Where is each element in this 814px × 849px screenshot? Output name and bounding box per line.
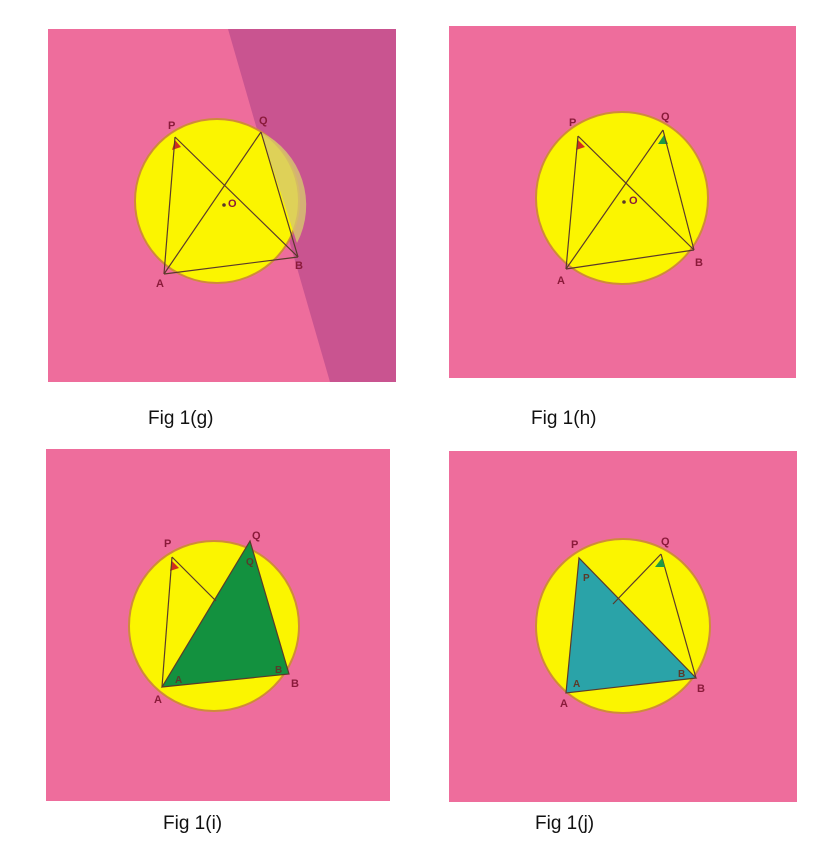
caption-fig-1j: Fig 1(j)	[535, 813, 595, 834]
label-q: Q	[259, 115, 268, 127]
figure-j-diagram: P A B P Q A B	[449, 451, 797, 802]
label-q: Q	[661, 536, 670, 548]
label-b: B	[695, 257, 703, 269]
label-b: B	[295, 260, 303, 272]
label-a: A	[154, 694, 162, 706]
triangle-qab	[160, 539, 290, 688]
caption-fig-1g: Fig 1(g)	[148, 408, 214, 429]
label-p: P	[164, 538, 171, 550]
triangle-pab	[565, 556, 698, 694]
chord-qb	[662, 129, 695, 251]
label-p: P	[571, 539, 578, 551]
chord-qa	[163, 131, 262, 275]
angle-mark-q	[655, 558, 665, 567]
chord-qb	[660, 553, 697, 679]
label-o: O	[629, 195, 638, 207]
chord-ab	[565, 249, 695, 270]
chord-qa	[565, 129, 664, 270]
angle-label-a: A	[573, 679, 580, 690]
angle-label-p: P	[583, 573, 590, 584]
chord-qb	[260, 131, 299, 258]
chord-pb	[577, 135, 695, 251]
chord-ab	[163, 256, 299, 275]
label-o: O	[228, 198, 237, 210]
angle-label-q: Q	[246, 557, 254, 568]
center-point	[222, 203, 226, 207]
label-a: A	[156, 278, 164, 290]
caption-fig-1i: Fig 1(i)	[163, 813, 223, 834]
label-a: A	[557, 275, 565, 287]
label-q: Q	[252, 530, 261, 542]
label-b: B	[697, 683, 705, 695]
figure-g-panel: P Q A B O	[48, 29, 396, 382]
angle-mark-p	[576, 140, 585, 150]
shaded-segment	[261, 132, 307, 243]
chord-pa	[163, 136, 176, 275]
shaded-region	[228, 29, 396, 382]
center-point	[622, 200, 626, 204]
angle-mark-p	[170, 561, 179, 571]
angle-label-a: A	[175, 675, 182, 686]
caption-fig-1h: Fig 1(h)	[531, 408, 597, 429]
chord-pb	[174, 136, 299, 258]
angle-label-b: B	[678, 669, 685, 680]
label-p: P	[168, 120, 175, 132]
chord-pb-partial	[171, 556, 217, 602]
figure-i-panel: Q A B P Q A B	[46, 449, 390, 801]
figure-h-diagram: P Q A B O	[449, 26, 796, 378]
label-q: Q	[661, 111, 670, 123]
circle	[535, 111, 709, 285]
chord-pa	[565, 135, 579, 270]
figure-i-diagram: Q A B P Q A B	[46, 449, 390, 801]
figure-g-diagram: P Q A B O	[48, 29, 396, 382]
figure-j-panel: P A B P Q A B	[449, 451, 797, 802]
label-b: B	[291, 678, 299, 690]
label-p: P	[569, 117, 576, 129]
chord-qa-partial	[612, 553, 662, 605]
label-a: A	[560, 698, 568, 710]
figure-h-panel: P Q A B O	[449, 26, 796, 378]
chord-pa	[161, 556, 173, 688]
angle-label-b: B	[275, 665, 282, 676]
